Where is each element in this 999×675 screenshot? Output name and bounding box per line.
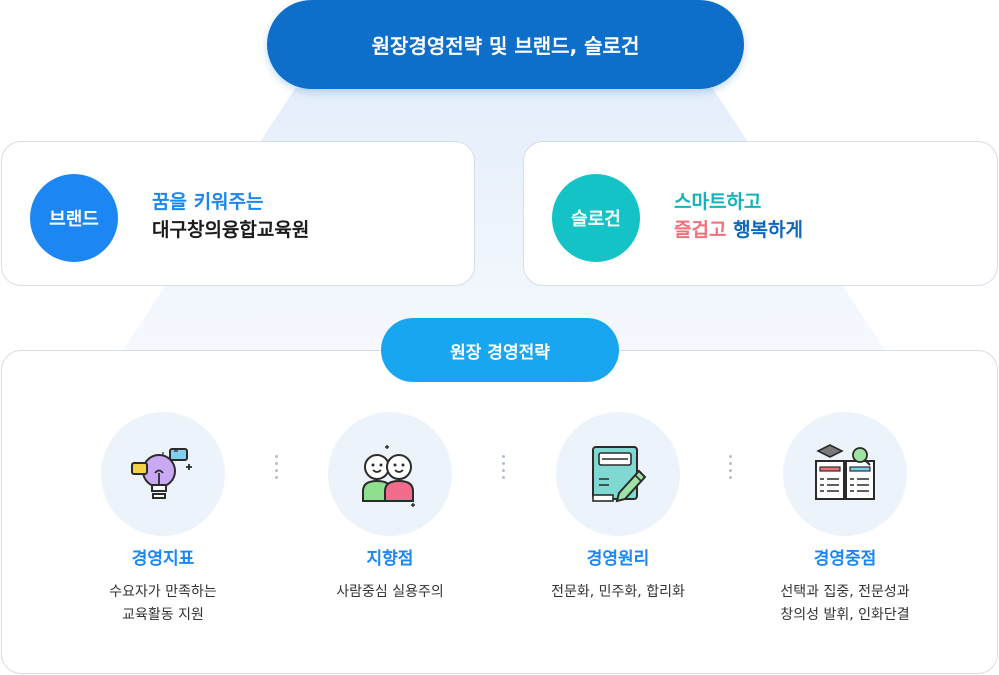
brand-line-2: 대구창의융합교육원 [152, 219, 310, 241]
pillar-principle: 경영원리 전문화, 민주화, 합리화 [508, 412, 728, 604]
pillar-title: 경영지표 [131, 549, 195, 569]
slogan-badge: 슬로건 [552, 174, 640, 262]
brand-card: 브랜드 꿈을 키워주는 대구창의융합교육원 [1, 141, 475, 286]
pillar-desc: 수요자가 만족하는 교육활동 지원 [53, 581, 273, 627]
pillar-desc-line: 선택과 집중, 전문성과 [780, 584, 910, 600]
open-book-graduation-icon [815, 444, 875, 500]
pillar-divider [502, 455, 506, 483]
strategy-title: 원장 경영전략 [381, 318, 619, 382]
page-title: 원장경영전략 및 브랜드, 슬로건 [267, 0, 744, 89]
pillar-divider [275, 455, 279, 483]
pillar-icon-circle [101, 412, 225, 536]
pillar-title: 지향점 [366, 549, 414, 569]
pillar-icon-circle [328, 412, 452, 536]
slogan-line-2: 즐겁고 행복하게 [674, 216, 803, 244]
brand-badge: 브랜드 [30, 174, 118, 262]
brand-text: 꿈을 키워주는 대구창의융합교육원 [152, 188, 309, 244]
lightbulb-icon [131, 448, 192, 499]
pillar-direction: 지향점 사람중심 실용주의 [280, 412, 500, 604]
slogan-line-1: 스마트하고 [674, 191, 762, 213]
pillar-desc-line: 사람중심 실용주의 [336, 584, 444, 600]
pillar-desc-line: 교육활동 지원 [122, 607, 204, 623]
slogan-text: 스마트하고 즐겁고 행복하게 [674, 188, 803, 244]
pillar-desc-line: 창의성 발휘, 인화단결 [780, 607, 910, 623]
pillar-desc: 선택과 집중, 전문성과 창의성 발휘, 인화단결 [735, 581, 955, 627]
book-pencil-icon [592, 446, 647, 503]
pillar-divider [729, 455, 733, 483]
pillar-focus: 경영중점 선택과 집중, 전문성과 창의성 발휘, 인화단결 [735, 412, 955, 627]
brand-line-1: 꿈을 키워주는 [152, 191, 264, 213]
slogan-card: 슬로건 스마트하고 즐겁고 행복하게 [523, 141, 998, 286]
pillar-icon-circle [783, 412, 907, 536]
pillar-icon-circle [556, 412, 680, 536]
pillar-title: 경영원리 [586, 549, 650, 569]
pillar-title: 경영중점 [813, 549, 877, 569]
pillar-desc: 전문화, 민주화, 합리화 [508, 581, 728, 604]
pillar-management-index: 경영지표 수요자가 만족하는 교육활동 지원 [53, 412, 273, 627]
pillar-desc: 사람중심 실용주의 [280, 581, 500, 604]
slogan-word-red: 즐겁고 [674, 219, 727, 241]
pillar-desc-line: 수요자가 만족하는 [109, 584, 217, 600]
two-people-icon [362, 445, 415, 507]
pillar-desc-line: 전문화, 민주화, 합리화 [551, 584, 685, 600]
slogan-word-blue: 행복하게 [733, 219, 803, 241]
